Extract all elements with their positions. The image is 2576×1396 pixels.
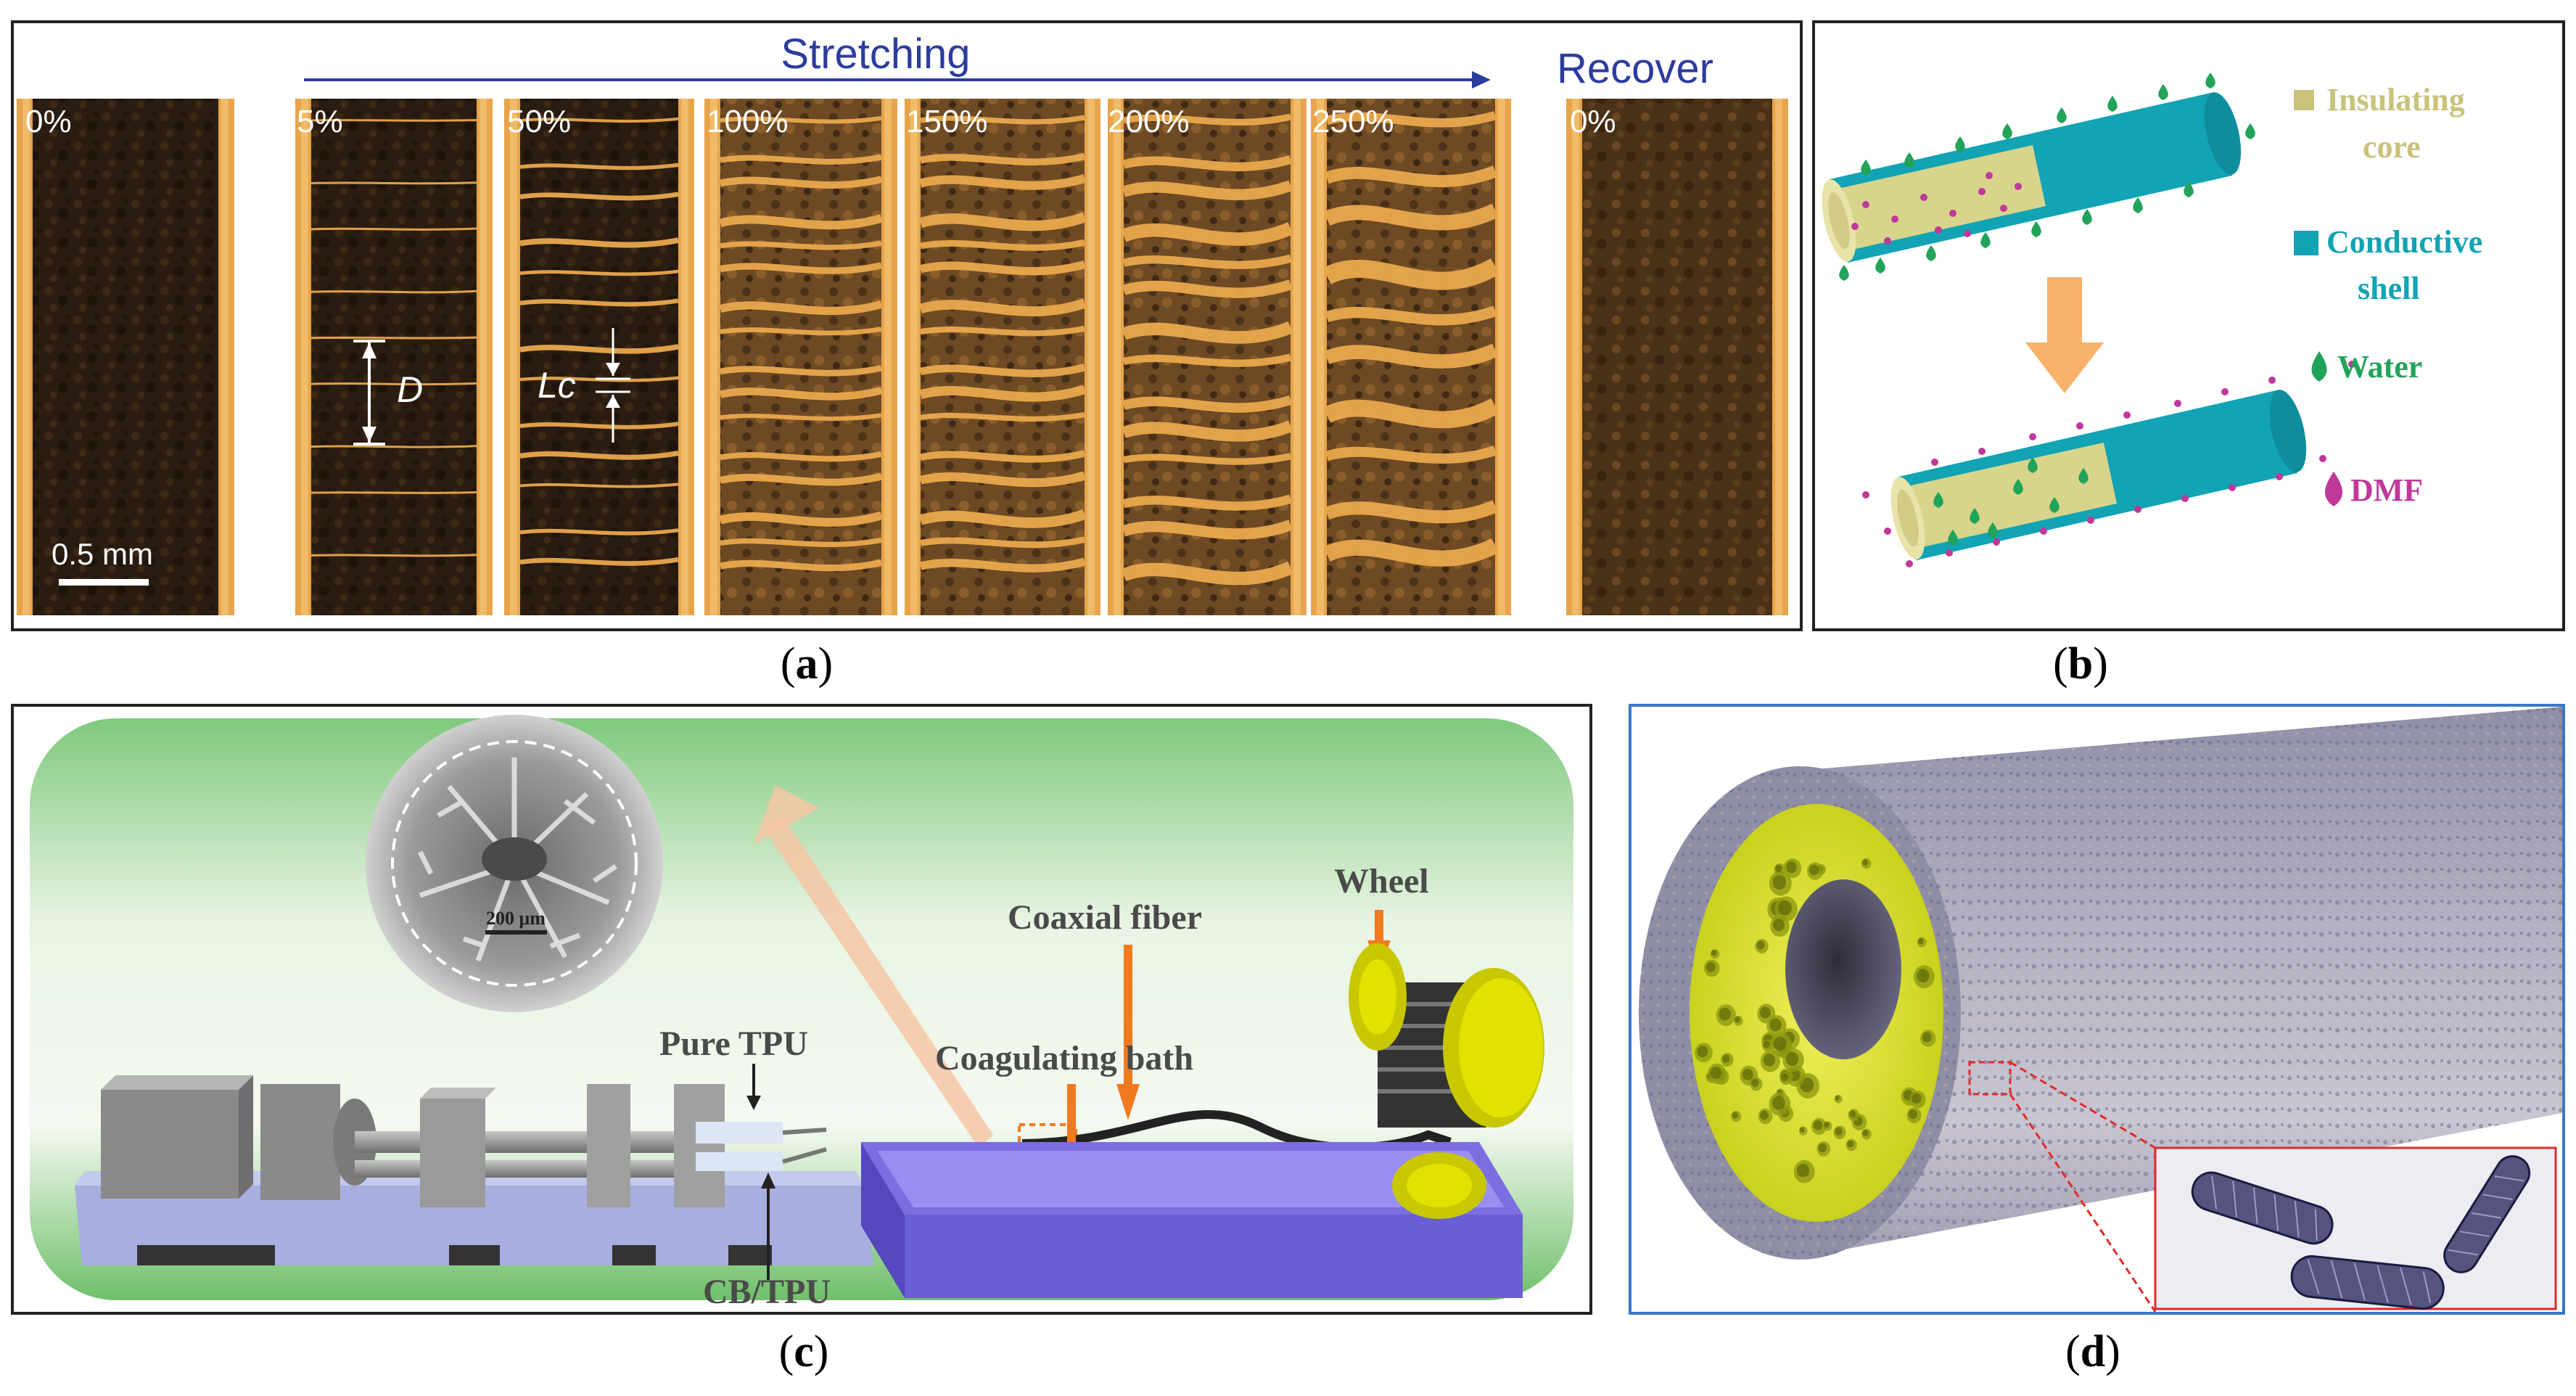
caption-c: (c) xyxy=(778,1327,829,1376)
strain-label-recover: 0% xyxy=(1570,104,1616,139)
legend-insulating-core-swatch xyxy=(2294,90,2314,110)
coaxial-fiber-pointer xyxy=(1124,945,1132,1097)
zoom-region-box xyxy=(1968,1061,2012,1096)
legend-insulating-core-label2: core xyxy=(2363,129,2421,165)
strip-recover xyxy=(1566,99,1788,615)
fiber-after xyxy=(1862,361,2355,567)
panel-c-figure: 200 μm Coaxial fiber Wheel Pure TPU Coag… xyxy=(30,715,1573,1311)
scale-bar xyxy=(59,579,149,586)
water-drops-before xyxy=(1839,73,2255,281)
wheel-pointer xyxy=(1375,910,1383,946)
sem-cross-section: 200 μm xyxy=(366,715,663,1012)
callout-arrow xyxy=(765,816,993,1148)
strain-label-200: 200% xyxy=(1108,104,1190,139)
strain-label-5: 5% xyxy=(297,104,343,139)
legend-conductive-shell-swatch xyxy=(2294,231,2318,255)
transition-arrow xyxy=(2025,277,2104,393)
coagulating-bath xyxy=(861,1142,1523,1298)
d-label: D xyxy=(397,369,423,410)
strip-250 xyxy=(1311,99,1511,615)
zoom-line-bottom xyxy=(2009,1093,2157,1313)
legend-water-label: Water xyxy=(2337,349,2422,385)
legend-dmf-drop-icon xyxy=(2324,472,2343,506)
panel-d xyxy=(1629,704,2565,1315)
caption-a: (a) xyxy=(780,639,834,689)
fiber-strips xyxy=(17,99,1788,615)
panel-a: Stretching Recover 0% 5% 50% 100% 150% 2… xyxy=(11,20,1803,631)
lc-arrowhead-bottom xyxy=(606,395,620,408)
bath-pointer xyxy=(1067,1084,1076,1154)
coaxial-fiber-label: Coaxial fiber xyxy=(1008,898,1202,937)
legend-conductive-shell-label1: Conductive xyxy=(2326,224,2482,260)
pure-tpu-label: Pure TPU xyxy=(659,1025,808,1063)
sem-scale-bar xyxy=(485,930,547,935)
legend: Insulating core Conductive shell Water D… xyxy=(2294,82,2482,508)
legend-insulating-core-label1: Insulating xyxy=(2326,82,2465,118)
dmf-dots-before xyxy=(1851,172,2022,245)
strip-0 xyxy=(17,99,234,615)
pure-tpu-pointer-head xyxy=(746,1096,761,1110)
legend-water-drop-icon xyxy=(2311,351,2327,382)
fiber-before xyxy=(1822,73,2255,281)
d-arrow-down xyxy=(362,427,376,443)
strain-label-0: 0% xyxy=(25,104,72,139)
zoom-line-top xyxy=(2009,1061,2156,1149)
caption-b: (b) xyxy=(2053,639,2108,689)
strain-label-100: 100% xyxy=(707,104,789,139)
strip-5 xyxy=(295,99,493,615)
lc-arrowhead-top xyxy=(606,363,620,376)
tube-body-texture xyxy=(1798,707,2562,1258)
wheel xyxy=(1349,943,1544,1219)
caption-d: (d) xyxy=(2065,1327,2120,1376)
strip-150 xyxy=(905,99,1100,615)
recover-label: Recover xyxy=(1557,45,1713,92)
coagulating-bath-label: Coagulating bath xyxy=(935,1039,1193,1077)
hollow-center xyxy=(1785,879,1901,1059)
legend-conductive-shell-label2: shell xyxy=(2358,271,2420,306)
wheel-label: Wheel xyxy=(1334,862,1429,900)
cb-tpu-pointer-head xyxy=(761,1173,775,1188)
callout-arrowhead xyxy=(754,785,819,845)
panel-b: Insulating core Conductive shell Water D… xyxy=(1812,20,2565,631)
water-drops-after xyxy=(1933,457,2089,546)
panel-d-figure xyxy=(1639,707,2562,1313)
stretching-label: Stretching xyxy=(781,30,970,78)
strain-label-250: 250% xyxy=(1312,104,1394,139)
legend-dmf-label: DMF xyxy=(2350,472,2423,508)
scale-label: 0.5 mm xyxy=(52,537,153,571)
strip-200 xyxy=(1108,99,1306,615)
sem-scale-label: 200 μm xyxy=(486,908,546,929)
strain-label-50: 50% xyxy=(507,104,571,139)
panel-c: 200 μm Coaxial fiber Wheel Pure TPU Coag… xyxy=(11,704,1592,1315)
stretching-arrow-head xyxy=(1472,71,1491,89)
strip-50 xyxy=(504,99,694,615)
lc-label: Lc xyxy=(538,365,576,406)
carbon-nanotubes xyxy=(2191,1155,2531,1310)
strain-label-150: 150% xyxy=(906,104,988,139)
coaxial-fiber-pointer-head xyxy=(1116,1084,1140,1120)
panel-b-figure: Insulating core Conductive shell Water D… xyxy=(1822,73,2482,567)
d-arrow-up xyxy=(362,342,376,358)
syringe-pump xyxy=(75,1075,873,1265)
panel-a-figure: Stretching Recover 0% 5% 50% 100% 150% 2… xyxy=(17,30,1788,615)
strip-100 xyxy=(704,99,897,615)
core-pores xyxy=(1695,858,1936,1183)
